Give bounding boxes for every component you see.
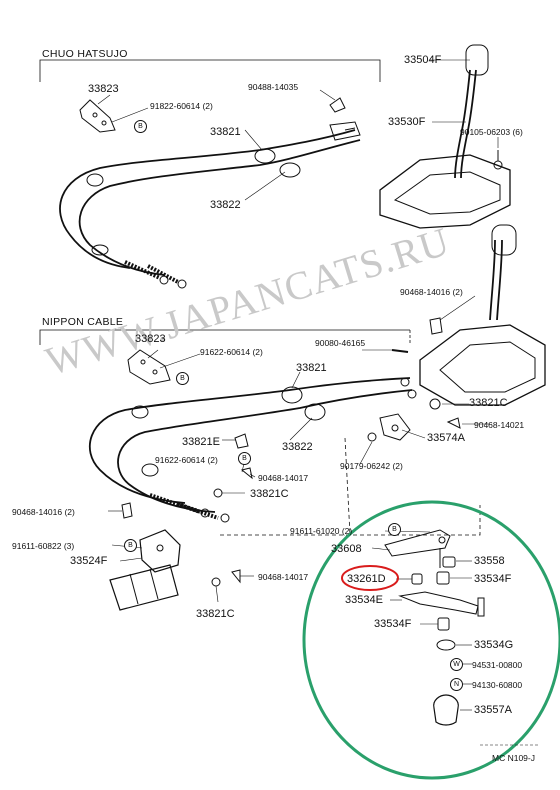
part-label-90468-14016-top: 90468-14016 (2) (400, 287, 463, 297)
marker-b-icon: B (388, 523, 401, 536)
part-label-33534G: 33534G (474, 639, 514, 651)
section-title-chuo: CHUO HATSUJO (42, 48, 128, 60)
part-label-33823-nippon: 33823 (135, 333, 166, 345)
part-label-94531: 94531-00800 (472, 660, 523, 670)
part-label-33530F: 33530F (388, 116, 426, 128)
part-label-33821C-c: 33821C (196, 608, 235, 620)
part-label-33821C-b: 33821C (250, 488, 289, 500)
marker-b-icon: B (134, 120, 147, 133)
marker-b-icon: B (124, 539, 137, 552)
part-label-33823-chuo: 33823 (88, 83, 119, 95)
part-label-33822-nippon: 33822 (282, 441, 313, 453)
part-label-33821C-a: 33821C (469, 397, 508, 409)
highlight-ellipse (341, 565, 399, 591)
inset-circle (302, 500, 560, 780)
part-label-91622-c: 91622-60614 (2) (155, 455, 218, 465)
part-label-90105: 90105-06203 (6) (460, 127, 523, 137)
part-label-33534F-a: 33534F (474, 573, 512, 585)
part-label-33821E: 33821E (182, 436, 220, 448)
part-label-33822-chuo: 33822 (210, 199, 241, 211)
part-label-33821-nippon: 33821 (296, 362, 327, 374)
part-label-90468-14017-a: 90468-14017 (258, 473, 309, 483)
section-title-nippon: NIPPON CABLE (42, 316, 124, 328)
part-label-33557A: 33557A (474, 704, 512, 716)
diagram-code: MC N109-J (492, 753, 535, 763)
part-label-90488-14035: 90488-14035 (248, 82, 299, 92)
part-label-94130: 94130-60800 (472, 680, 523, 690)
part-label-90468-14016-left: 90468-14016 (2) (12, 507, 75, 517)
part-label-33504F: 33504F (404, 54, 442, 66)
part-label-90080: 90080-46165 (315, 338, 366, 348)
part-label-33558: 33558 (474, 555, 505, 567)
part-label-33574A: 33574A (427, 432, 465, 444)
part-label-91611-60822: 91611-60822 (3) (12, 541, 75, 551)
part-label-33524F: 33524F (70, 555, 108, 567)
marker-b-icon: B (238, 452, 251, 465)
part-label-91611-61020: 91611-61020 (2) (290, 526, 353, 536)
part-label-91622-nippon: 91622-60614 (2) (200, 347, 263, 357)
part-label-33534E: 33534E (345, 594, 383, 606)
part-label-91822: 91822-60614 (2) (150, 101, 213, 111)
part-label-33608: 33608 (331, 543, 362, 555)
marker-w-icon: W (450, 658, 463, 671)
part-label-90468-14017-b: 90468-14017 (258, 572, 309, 582)
marker-b-icon: B (176, 372, 189, 385)
part-label-90468-14021: 90468-14021 (474, 420, 525, 430)
part-label-33821-chuo: 33821 (210, 126, 241, 138)
part-label-90179: 90179-06242 (2) (340, 461, 403, 471)
marker-n-icon: N (450, 678, 463, 691)
part-label-33534F-b: 33534F (374, 618, 412, 630)
part-label-33261D: 33261D (347, 573, 386, 585)
